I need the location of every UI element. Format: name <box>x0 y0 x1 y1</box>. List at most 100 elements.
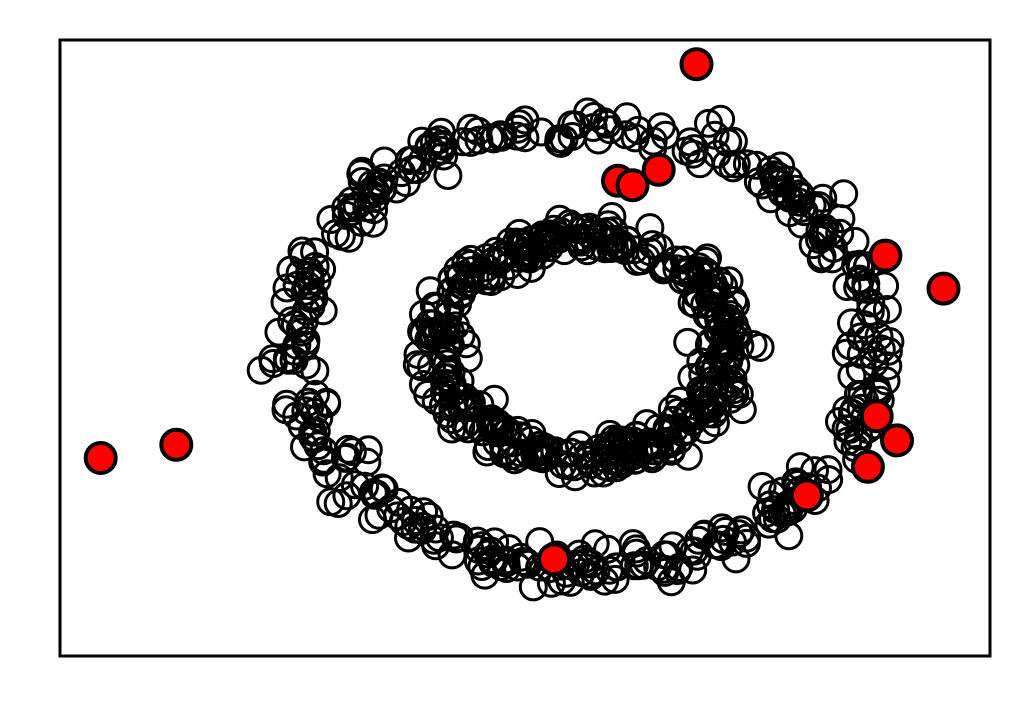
inlier-point <box>707 513 737 543</box>
inlier-point <box>762 166 792 195</box>
inlier-point <box>478 261 508 291</box>
inlier-point <box>409 319 439 349</box>
inlier-point <box>492 554 522 583</box>
inlier-point <box>575 559 605 589</box>
inlier-point <box>825 218 855 248</box>
inlier-point <box>856 288 886 318</box>
inlier-points <box>246 97 905 602</box>
inlier-point <box>352 447 382 477</box>
inlier-point <box>337 197 367 227</box>
inlier-point <box>718 364 748 394</box>
inlier-point <box>382 174 411 204</box>
inlier-point <box>721 149 751 179</box>
inlier-point <box>576 549 606 579</box>
outlier-point <box>859 399 894 434</box>
inlier-point <box>724 321 753 351</box>
inlier-point <box>544 224 574 254</box>
inlier-point <box>599 431 629 461</box>
inlier-point <box>813 455 843 485</box>
inlier-point <box>309 444 339 474</box>
inlier-point <box>871 366 901 396</box>
inlier-point <box>272 389 302 419</box>
inlier-point <box>444 280 474 310</box>
inlier-point <box>651 254 681 284</box>
outlier-points <box>83 47 961 577</box>
outlier-point <box>868 238 903 273</box>
inlier-point <box>519 435 549 465</box>
outlier-point <box>83 441 118 475</box>
inlier-point <box>534 225 564 255</box>
inlier-point <box>337 437 367 467</box>
outlier-point <box>159 427 194 462</box>
inlier-point <box>815 217 845 247</box>
inlier-point <box>610 429 640 459</box>
outlier-point <box>537 542 572 577</box>
inlier-point <box>872 295 902 324</box>
inlier-point <box>403 340 433 369</box>
inlier-point <box>785 452 815 482</box>
inlier-point <box>635 213 665 243</box>
inlier-point <box>437 540 467 570</box>
inlier-point <box>409 497 439 527</box>
inlier-point <box>520 234 549 264</box>
inlier-point <box>873 351 903 381</box>
inlier-point <box>756 184 786 214</box>
inlier-point <box>456 244 486 274</box>
inlier-point <box>710 516 740 546</box>
inlier-point <box>396 495 426 525</box>
inlier-point <box>456 256 486 286</box>
inlier-point <box>622 246 652 276</box>
inlier-point <box>398 145 428 175</box>
inlier-point <box>631 434 661 464</box>
inlier-point <box>580 529 610 559</box>
inlier-point <box>702 394 732 424</box>
inlier-point <box>326 221 356 251</box>
inlier-point <box>831 338 861 368</box>
inlier-point <box>502 121 532 151</box>
inlier-point <box>583 125 613 155</box>
inlier-point <box>316 487 346 517</box>
inlier-point <box>286 317 316 347</box>
inlier-point <box>786 182 816 212</box>
inlier-point <box>479 384 509 414</box>
inlier-point <box>422 292 452 322</box>
inlier-point <box>832 272 862 301</box>
inlier-point <box>578 113 608 142</box>
outlier-point <box>641 152 676 187</box>
inlier-point <box>621 445 651 475</box>
outlier-point <box>850 449 885 484</box>
inlier-point <box>650 120 680 150</box>
outlier-point <box>880 423 914 458</box>
inlier-point <box>864 321 894 351</box>
inlier-point <box>488 121 518 151</box>
inlier-point <box>486 262 516 292</box>
inlier-point <box>754 509 784 539</box>
inlier-point <box>287 411 317 441</box>
inlier-point <box>671 258 700 288</box>
inlier-point <box>663 397 693 427</box>
inlier-point <box>407 146 437 176</box>
inlier-point <box>718 126 748 156</box>
inlier-point <box>408 370 438 399</box>
inlier-point <box>657 394 687 424</box>
inlier-point <box>593 534 623 564</box>
inlier-point <box>418 309 448 339</box>
inlier-point <box>873 336 903 366</box>
inlier-point <box>685 149 715 179</box>
inlier-point <box>453 343 483 373</box>
inlier-point <box>574 212 604 242</box>
inlier-point <box>621 534 651 564</box>
inlier-point <box>700 120 730 150</box>
inlier-point <box>698 365 728 395</box>
inlier-point <box>291 296 321 326</box>
inlier-point <box>362 479 392 509</box>
inlier-point <box>408 299 438 329</box>
inlier-point <box>400 514 430 544</box>
inlier-point <box>359 195 389 225</box>
inlier-point <box>652 413 682 443</box>
inlier-point <box>714 331 744 360</box>
inlier-point <box>430 376 459 406</box>
inlier-point <box>695 386 725 416</box>
outlier-point <box>615 168 650 203</box>
